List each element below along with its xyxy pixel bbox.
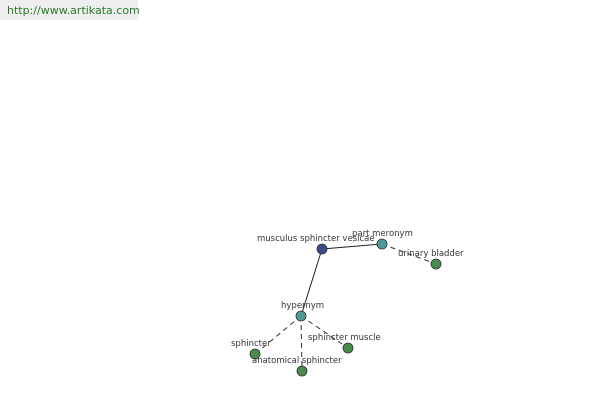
node-label-sphincter-muscle[interactable]: sphincter muscle bbox=[308, 333, 381, 343]
node-sphincter[interactable] bbox=[249, 348, 261, 360]
node-label-sphincter[interactable]: sphincter bbox=[231, 339, 271, 349]
node-label-hypernym[interactable]: hypernym bbox=[281, 301, 324, 311]
edge-hypernym-to-sphincter-muscle bbox=[300, 315, 349, 349]
edge-part-meronym-to-urinary-bladder bbox=[381, 243, 437, 265]
node-label-anatomical-sphincter[interactable]: anatomical sphincter bbox=[252, 356, 342, 366]
node-root[interactable] bbox=[316, 243, 328, 255]
node-part-meronym[interactable] bbox=[376, 238, 388, 250]
node-anatomical-sphincter[interactable] bbox=[296, 365, 308, 377]
node-label-part-meronym[interactable]: part meronym bbox=[352, 229, 413, 239]
node-label-urinary-bladder[interactable]: urinary bladder bbox=[398, 249, 464, 259]
edge-root-to-part-meronym bbox=[321, 243, 383, 250]
graph-edges bbox=[254, 243, 437, 372]
node-label-root[interactable]: musculus sphincter vesicae bbox=[257, 234, 375, 244]
url-bar: http://www.artikata.com bbox=[0, 0, 140, 20]
node-urinary-bladder[interactable] bbox=[430, 258, 442, 270]
graph-nodes bbox=[249, 238, 442, 377]
edge-root-to-hypernym bbox=[300, 248, 323, 317]
site-url-link[interactable]: http://www.artikata.com bbox=[7, 4, 140, 17]
node-hypernym[interactable] bbox=[295, 310, 307, 322]
node-sphincter-muscle[interactable] bbox=[342, 342, 354, 354]
edge-hypernym-to-sphincter bbox=[254, 315, 302, 355]
edge-hypernym-to-anatomical-sphincter bbox=[300, 315, 303, 372]
